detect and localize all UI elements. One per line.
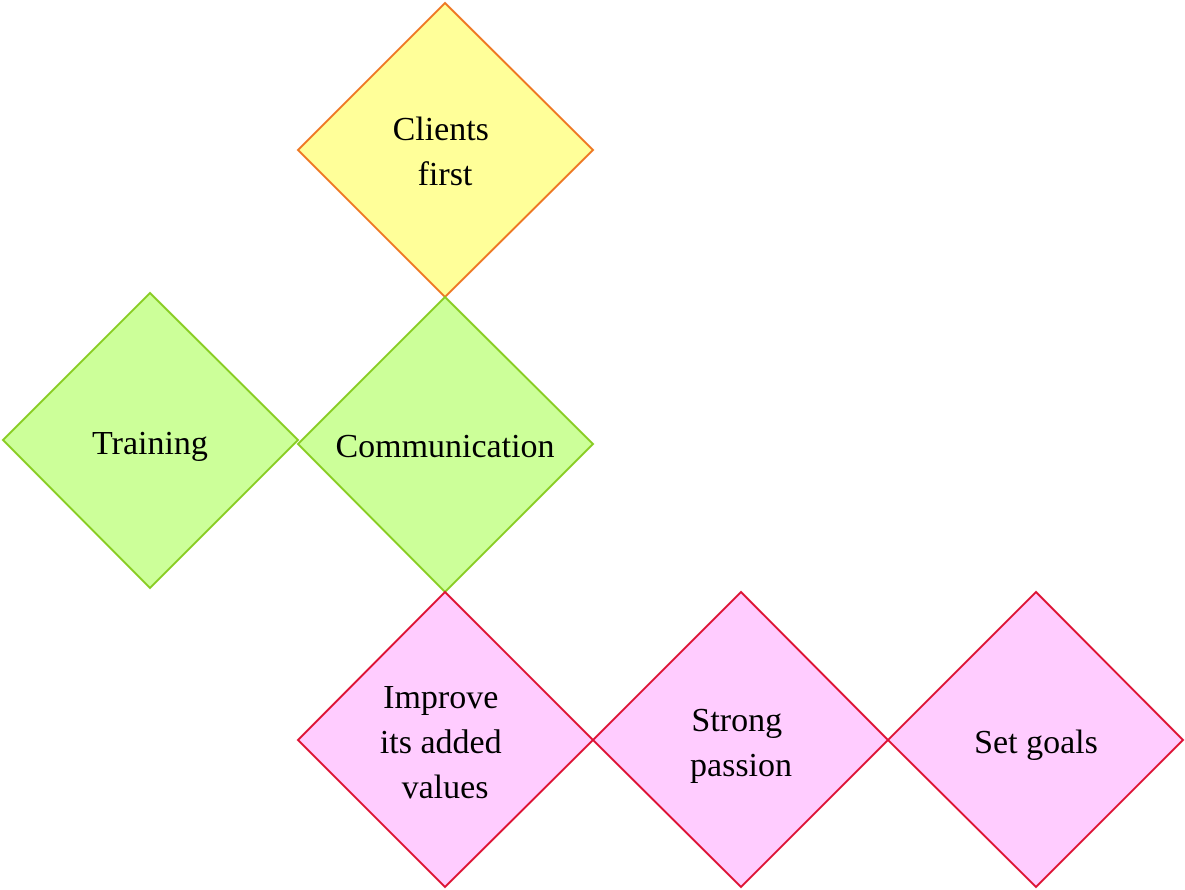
diamond-label: Improve its added values <box>380 679 510 806</box>
diamond-communication: Communication <box>296 295 595 594</box>
diamond-shape <box>591 590 890 889</box>
diamond-label-line: Set goals <box>974 724 1098 761</box>
diamond-label-line: Training <box>92 425 208 462</box>
diamond-shape <box>886 590 1185 889</box>
diamond-set-goals: Set goals <box>886 590 1185 889</box>
diamond-label-line: first <box>418 156 473 193</box>
diamond-shape <box>296 1 595 299</box>
diamond-label-line: Improve <box>383 679 498 716</box>
diamond-shape <box>296 590 595 889</box>
diamond-label: Training <box>92 425 208 462</box>
diamond-label: Set goals <box>974 724 1098 761</box>
diamond-label: Clients first <box>393 111 498 193</box>
diamond-label-line: Clients <box>393 111 489 148</box>
diamond-improve-added-values: Improve its added values <box>296 590 595 889</box>
diamond-label-line: passion <box>690 747 792 784</box>
diamond-label-line: Communication <box>335 428 554 465</box>
diamond-label: Communication <box>335 428 554 465</box>
diamond-training: Training <box>1 291 300 590</box>
diamond-label-line: its added <box>380 724 502 761</box>
diamond-label-line: values <box>402 769 489 806</box>
diamond-label: Strong passion <box>690 702 792 784</box>
diamond-label-line: Strong <box>691 702 782 739</box>
diamond-clients-first: Clients first <box>296 1 595 299</box>
diamond-strong-passion: Strong passion <box>591 590 890 889</box>
diamond-shape <box>1 291 300 590</box>
